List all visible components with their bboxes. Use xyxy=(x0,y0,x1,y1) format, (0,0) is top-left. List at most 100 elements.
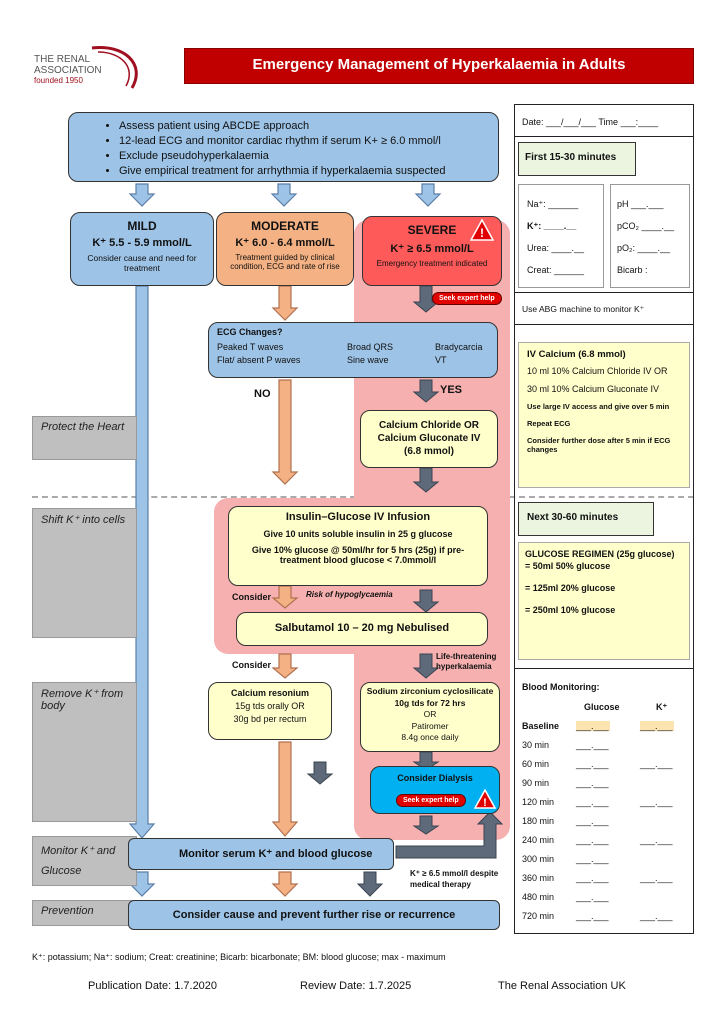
mild-range: K⁺ 5.5 - 5.9 mmol/L xyxy=(92,237,192,249)
iv-calcium-note: Consider further dose after 5 min if ECG… xyxy=(527,436,671,454)
bm-glucose-field[interactable]: ___.___ xyxy=(576,872,609,883)
zirconium-line: Patiromer xyxy=(411,720,449,731)
mild-title: MILD xyxy=(127,219,157,233)
ecg-change: Bradycarcia xyxy=(435,342,483,352)
footnote: K⁺: potassium; Na⁺: sodium; Creat: creat… xyxy=(32,952,446,962)
bm-glucose-field[interactable]: ___.___ xyxy=(576,891,609,902)
monitor-label: Monitor serum K⁺ and blood glucose xyxy=(179,848,373,860)
lab-field[interactable]: Na⁺: ______ xyxy=(527,199,579,209)
abg-note: Use ABG machine to monitor K⁺ xyxy=(522,304,645,314)
severe-title: SEVERE xyxy=(407,223,457,237)
stage-prevention: Prevention xyxy=(32,900,137,926)
organisation: The Renal Association UK xyxy=(498,980,626,992)
lab-field[interactable]: pH ___.___ xyxy=(617,199,664,209)
bm-glucose-field[interactable]: ___.___ xyxy=(576,739,609,750)
bm-glucose-field[interactable]: ___.___ xyxy=(576,777,609,788)
next-minutes-label: Next 30-60 minutes xyxy=(527,512,619,523)
bm-glucose-field[interactable]: ___.___ xyxy=(576,910,609,921)
review-date: Review Date: 1.7.2025 xyxy=(300,980,412,992)
despite-label: K⁺ ≥ 6.5 mmol/l despite medical therapy xyxy=(410,869,499,889)
resonium-line: 15g tds orally OR xyxy=(235,701,305,711)
yes-label: YES xyxy=(440,384,463,396)
publication-date: Publication Date: 1.7.2020 xyxy=(88,980,218,992)
bm-row-label: Baseline xyxy=(522,720,560,731)
lab-field[interactable]: Bicarb : xyxy=(617,265,648,275)
bm-row-label: 120 min xyxy=(522,796,555,807)
bm-title: Blood Monitoring: xyxy=(522,682,600,692)
zirconium-title: Sodium zirconium cyclosilicate xyxy=(366,686,494,696)
bm-glucose-field[interactable]: ___.___ xyxy=(576,853,609,864)
mild-box: MILD K⁺ 5.5 - 5.9 mmol/L Consider cause … xyxy=(70,212,214,286)
lab-field[interactable]: Creat: ______ xyxy=(527,265,585,275)
resonium-title: Calcium resonium xyxy=(230,688,310,698)
calcium-line: Calcium Chloride OR xyxy=(378,420,479,431)
date-field[interactable]: Date: ___/___/___ Time ___:____ xyxy=(522,117,659,127)
consider-label-2: Consider xyxy=(232,660,272,670)
first-minutes-label: First 15-30 minutes xyxy=(525,152,617,163)
lab-field[interactable]: pO₂: ____.__ xyxy=(617,243,671,253)
bm-k-field[interactable]: ___.___ xyxy=(640,796,673,807)
glucose-line: = 250ml 10% glucose xyxy=(525,605,616,615)
lab-field[interactable]: Urea: ____.__ xyxy=(527,243,585,253)
assess-item: Exclude pseudohyperkalaemia xyxy=(119,149,498,164)
next-minutes-box: Next 30-60 minutes xyxy=(518,502,654,536)
stage-remove: Remove K⁺ from body xyxy=(32,682,137,822)
assess-item: 12-lead ECG and monitor cardiac rhythm i… xyxy=(119,134,498,149)
first-minutes-box: First 15-30 minutes xyxy=(518,142,636,176)
no-label: NO xyxy=(254,388,271,400)
monitor-box: Monitor serum K⁺ and blood glucose xyxy=(128,838,394,870)
bm-row-label: 60 min xyxy=(522,758,550,769)
glucose-line: = 125ml 20% glucose xyxy=(525,583,616,593)
bm-glucose-field[interactable]: ___.___ xyxy=(576,834,609,845)
bm-k-field[interactable]: ___.___ xyxy=(640,910,673,921)
ecg-title: ECG Changes? xyxy=(217,327,283,337)
bm-row-label: 300 min xyxy=(522,853,555,864)
side-divider xyxy=(514,324,694,325)
ecg-change: Peaked T waves xyxy=(217,342,284,352)
bm-glucose-field[interactable]: ___.___ xyxy=(576,720,610,731)
bm-row-label: 30 min xyxy=(522,739,550,750)
bm-k-field[interactable]: ___.___ xyxy=(640,872,673,883)
page-title: Emergency Management of Hyperkalaemia in… xyxy=(252,56,626,73)
zirconium-line: OR xyxy=(423,709,437,719)
ecg-change: Flat/ absent P waves xyxy=(217,355,301,365)
bm-row-label: 240 min xyxy=(522,834,555,845)
severe-note: Emergency treatment indicated xyxy=(376,259,488,268)
insulin-box: Insulin–Glucose IV Infusion Give 10 unit… xyxy=(228,506,488,586)
bm-glucose-field[interactable]: ___.___ xyxy=(576,815,609,826)
assess-box: Assess patient using ABCDE approach 12-l… xyxy=(68,112,499,182)
calcium-line: Calcium Gluconate IV xyxy=(377,433,481,444)
lab-field[interactable]: pCO₂ ____.__ xyxy=(617,221,675,231)
assess-item: Give empirical treatment for arrhythmia … xyxy=(119,164,498,179)
life-threat-label: Life-threatening hyperkalaemia xyxy=(436,652,497,671)
iv-calcium-line: 10 ml 10% Calcium Chloride IV OR xyxy=(527,366,668,376)
lab-field[interactable]: K⁺: ____.__ xyxy=(527,221,577,231)
resonium-line: 30g bd per rectum xyxy=(233,714,307,724)
warning-icon: ! xyxy=(470,219,494,241)
bm-glucose-field[interactable]: ___.___ xyxy=(576,796,609,807)
bm-k-field[interactable]: ___.___ xyxy=(640,758,673,769)
zirconium-box: Sodium zirconium cyclosilicate 10g tds f… xyxy=(360,682,500,752)
logo-line3: founded 1950 xyxy=(34,76,83,85)
glucose-regimen-box: GLUCOSE REGIMEN (25g glucose) = 50ml 50%… xyxy=(518,542,690,660)
stage-protect: Protect the Heart xyxy=(32,416,137,460)
bm-k-field[interactable]: ___.___ xyxy=(640,834,673,845)
insulin-line: Give 10% glucose @ 50ml/hr for 5 hrs (25… xyxy=(251,545,465,565)
logo-swoosh-icon xyxy=(91,46,138,89)
side-divider xyxy=(514,668,694,669)
bm-glucose-field[interactable]: ___.___ xyxy=(576,758,609,769)
bm-row-label: 720 min xyxy=(522,910,555,921)
iv-calcium-box: IV Calcium (6.8 mmol) 10 ml 10% Calcium … xyxy=(518,342,690,488)
stage-remove-label: Remove K⁺ from body xyxy=(41,688,124,712)
moderate-range: K⁺ 6.0 - 6.4 mmol/L xyxy=(235,237,335,249)
bm-k-field[interactable]: ___.___ xyxy=(640,720,674,731)
bm-row-label: 360 min xyxy=(522,872,555,883)
insulin-line: Give 10 units soluble insulin in 25 g gl… xyxy=(263,529,453,539)
side-column xyxy=(514,104,694,934)
seek-expert-button: Seek expert help xyxy=(432,292,502,305)
logo: THE RENAL ASSOCIATION founded 1950 xyxy=(34,44,144,92)
zirconium-line: 8.4g once daily xyxy=(401,732,459,742)
moderate-title: MODERATE xyxy=(251,219,319,233)
bm-head-glucose: Glucose xyxy=(584,702,620,712)
iv-calcium-note: Repeat ECG xyxy=(527,419,571,428)
